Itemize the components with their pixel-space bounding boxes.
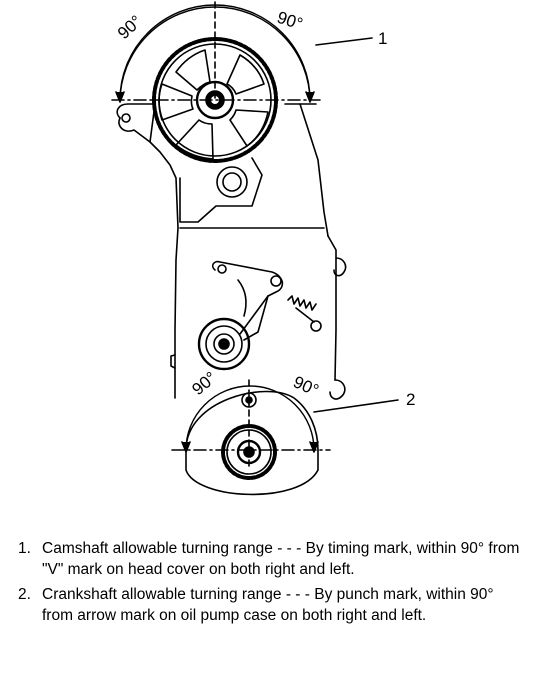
note-text: Crankshaft allowable turning range - - -… [42,586,494,624]
crankshaft-sprocket [185,390,319,496]
callout-1-label: 1 [378,29,387,48]
cam-angle-left-label: 90° [114,12,146,43]
head-cover-outline [116,103,329,237]
crank-angle-left-label: 90° [188,368,220,399]
note-number: 1. [18,540,31,557]
tensioner-assembly [197,260,322,371]
note-item: 1. Camshaft allowable turning range - - … [18,538,528,580]
camshaft-range-arc [111,1,373,103]
notes-list: 1. Camshaft allowable turning range - - … [18,538,528,630]
callout-2-label: 2 [406,390,415,409]
note-text: Camshaft allowable turning range - - - B… [42,540,520,578]
timing-diagram: 90° 90° 90° 90° 1 2 [111,1,415,496]
note-item: 2. Crankshaft allowable turning range - … [18,584,528,626]
crank-angle-right-label: 90° [290,372,321,400]
crankshaft-range-arc [171,379,399,471]
note-number: 2. [18,586,31,603]
timing-cover-body [170,157,347,400]
